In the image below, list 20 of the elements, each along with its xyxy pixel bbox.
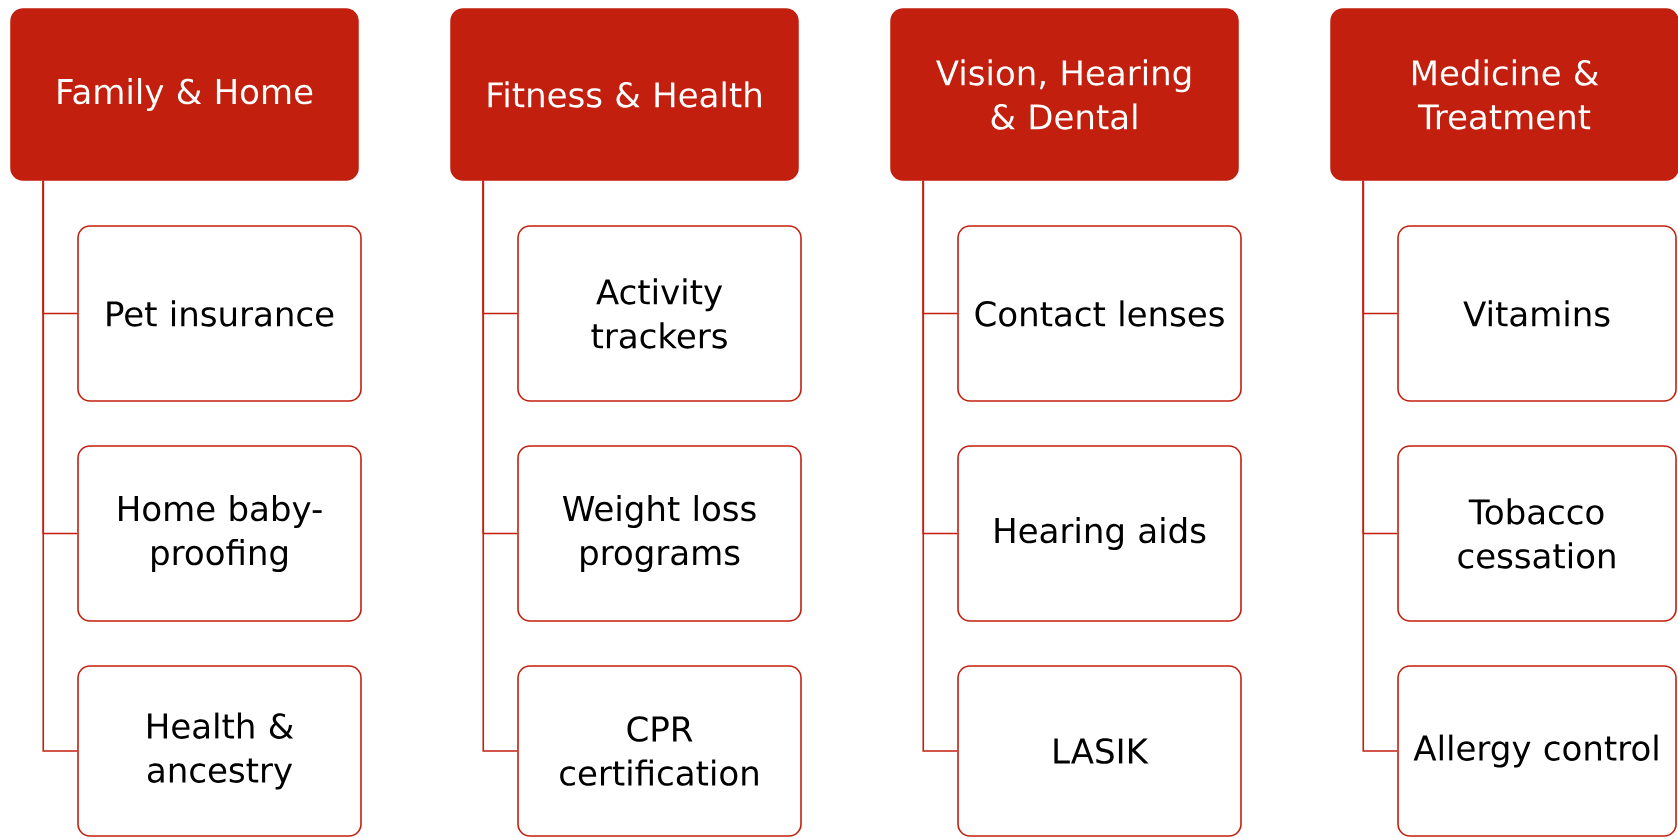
item-box: Hearing aids <box>957 445 1242 622</box>
item-box: CPR certification <box>517 665 802 837</box>
connector-line <box>482 179 518 752</box>
category-box: Family & Home <box>10 8 359 181</box>
item-box: Contact lenses <box>957 225 1242 402</box>
category-box: Vision, Hearing & Dental <box>890 8 1239 181</box>
item-box: Pet insurance <box>77 225 362 402</box>
connector-line <box>1362 179 1398 752</box>
item-box: Weight loss programs <box>517 445 802 622</box>
item-box: Allergy control <box>1397 665 1677 837</box>
item-box: Activity trackers <box>517 225 802 402</box>
connector-line <box>42 179 78 752</box>
item-box: Health & ancestry <box>77 665 362 837</box>
category-box: Fitness & Health <box>450 8 799 181</box>
category-box: Medicine & Treatment <box>1330 8 1678 181</box>
item-box: LASIK <box>957 665 1242 837</box>
item-box: Home baby-proofing <box>77 445 362 622</box>
connector-line <box>922 179 958 752</box>
item-box: Tobacco cessation <box>1397 445 1677 622</box>
item-box: Vitamins <box>1397 225 1677 402</box>
